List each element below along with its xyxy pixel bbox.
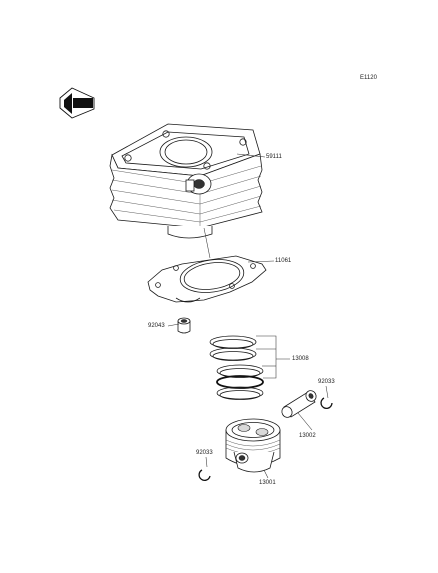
piston-part[interactable] — [225, 418, 281, 473]
part-label-92033-left[interactable]: 92033 — [196, 450, 213, 456]
piston-ring-set-part[interactable] — [209, 335, 264, 400]
cylinder-part[interactable] — [109, 123, 263, 239]
part-label-11061[interactable]: 11061 — [275, 258, 292, 264]
part-label-13002[interactable]: 13002 — [299, 433, 316, 439]
part-label-59111[interactable]: 59111 — [266, 154, 282, 160]
circlip-left-part[interactable] — [198, 469, 211, 481]
diagram-code: E1120 — [360, 75, 377, 81]
part-label-92033-right[interactable]: 92033 — [318, 379, 335, 385]
part-label-13001[interactable]: 13001 — [259, 480, 276, 486]
part-label-92043[interactable]: 92043 — [148, 323, 165, 329]
piston-pin-part[interactable] — [280, 389, 318, 420]
front-arrow-icon — [59, 87, 95, 119]
circlip-right-part[interactable] — [320, 397, 333, 409]
cylinder-gasket-part[interactable] — [147, 255, 267, 303]
leader-lines — [167, 153, 329, 479]
dowel-pin-part[interactable] — [177, 317, 191, 334]
part-label-13008[interactable]: 13008 — [292, 356, 309, 362]
